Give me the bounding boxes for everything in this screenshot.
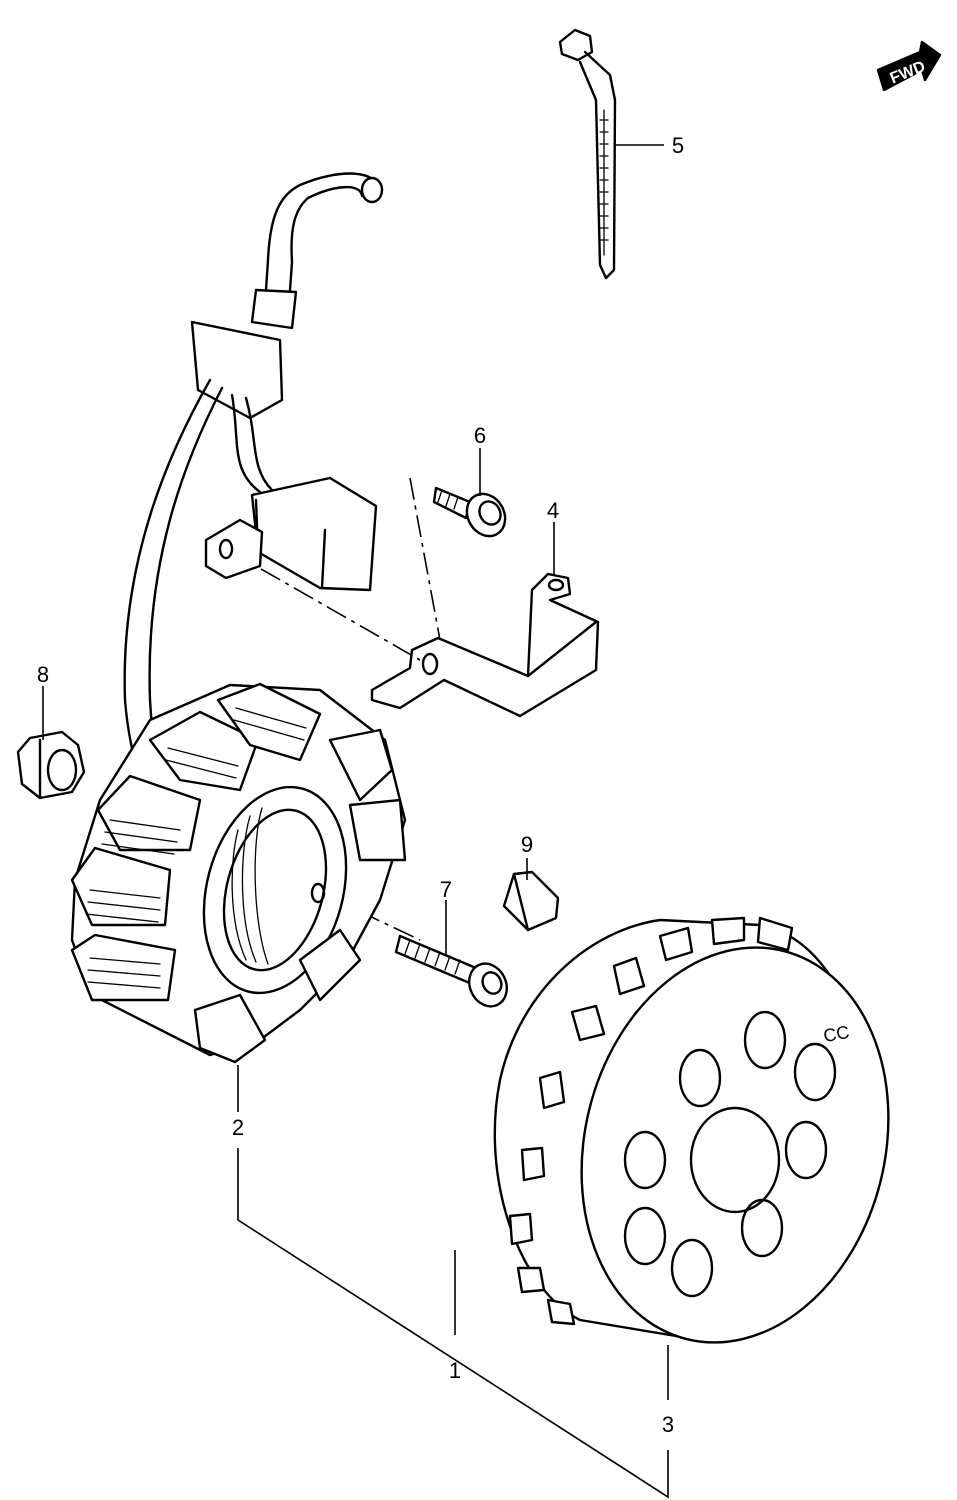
callout-8: 8 xyxy=(37,662,49,687)
callout-9: 9 xyxy=(521,832,533,857)
leader-lines xyxy=(42,144,669,1499)
callout-2: 2 xyxy=(232,1115,244,1140)
bolt-part-6 xyxy=(432,486,507,538)
woodruff-key-part xyxy=(502,870,560,932)
cable-tie-part xyxy=(558,28,617,280)
callout-3: 3 xyxy=(662,1412,674,1437)
nut-part xyxy=(16,730,86,800)
callout-7: 7 xyxy=(440,877,452,902)
bracket-part xyxy=(370,572,600,718)
callout-6: 6 xyxy=(474,423,486,448)
callout-1: 1 xyxy=(449,1358,461,1383)
callout-labels: 1 2 3 4 5 6 7 8 9 xyxy=(37,133,684,1437)
bolt-part-7 xyxy=(394,934,508,1008)
stator-part xyxy=(70,682,407,1064)
callout-4: 4 xyxy=(547,498,559,523)
callout-5: 5 xyxy=(672,133,684,158)
fwd-direction-badge: FWD xyxy=(876,40,942,92)
casting-mark-label: CC xyxy=(822,1022,851,1046)
rotor-part: CC xyxy=(493,916,890,1344)
